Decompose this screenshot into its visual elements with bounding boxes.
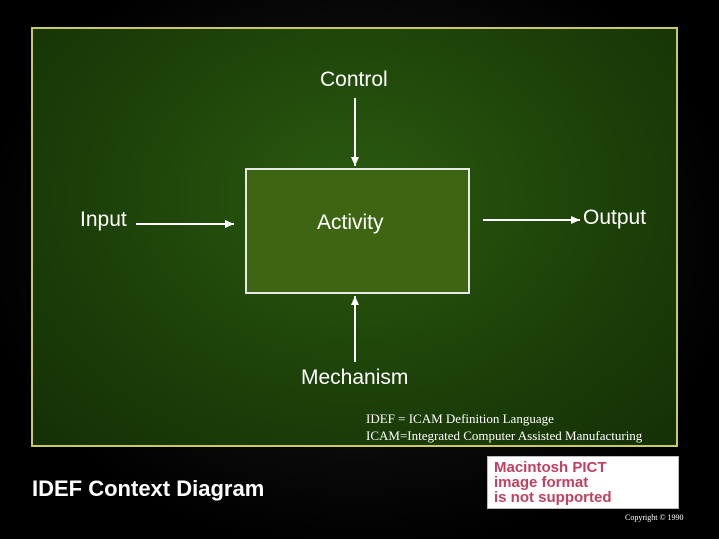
mechanism-label: Mechanism: [301, 366, 409, 389]
placeholder-line3: is not supported: [494, 489, 612, 506]
placeholder-line1: Macintosh PICT: [494, 459, 607, 476]
input-label: Input: [80, 208, 127, 231]
unsupported-image-placeholder: Macintosh PICT image format is not suppo…: [487, 456, 679, 509]
activity-label: Activity: [317, 211, 384, 234]
control-label: Control: [320, 68, 388, 91]
copyright: Copyright © 1990: [625, 513, 684, 522]
output-label: Output: [583, 206, 647, 229]
slide-title: IDEF Context Diagram: [32, 476, 265, 501]
placeholder-line2: image format: [494, 474, 589, 491]
definition-icam: ICAM=Integrated Computer Assisted Manufa…: [366, 428, 643, 443]
activity-box: [245, 168, 470, 294]
definition-idef: IDEF = ICAM Definition Language: [366, 411, 554, 426]
definitions: IDEF = ICAM Definition Language ICAM=Int…: [366, 410, 642, 444]
